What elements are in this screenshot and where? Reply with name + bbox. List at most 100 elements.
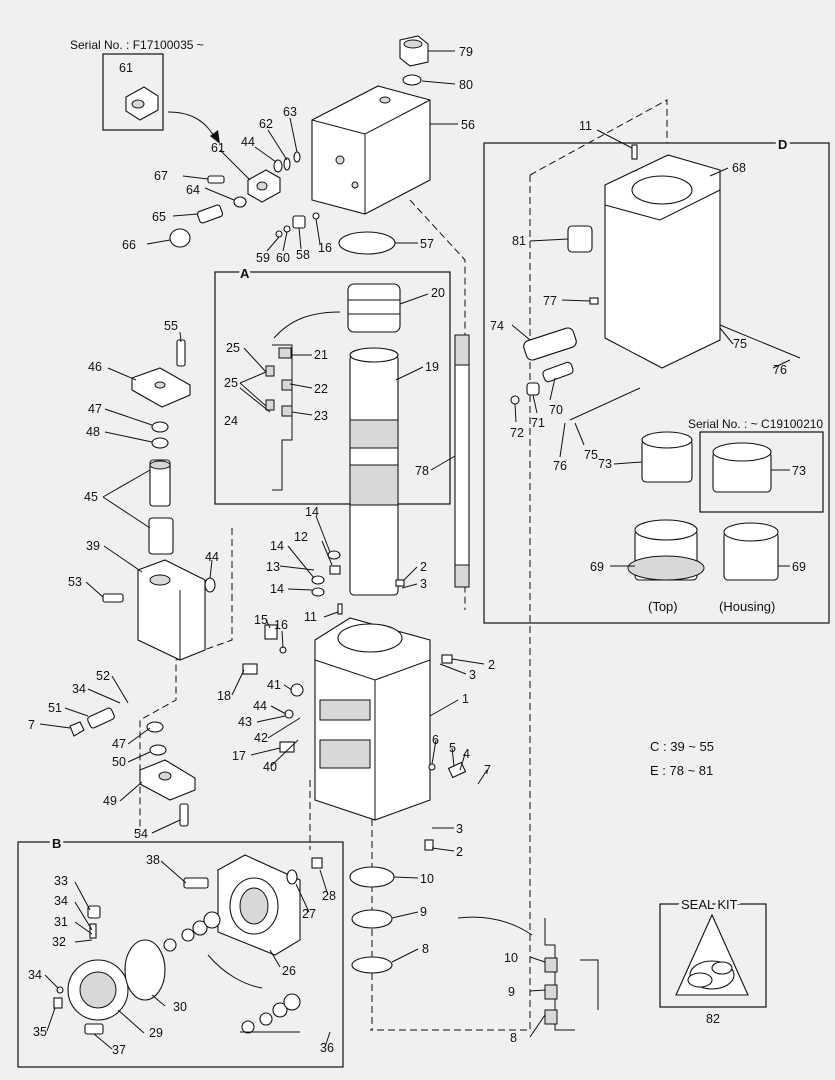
serial-top-label: Serial No. : F17100035 ~ bbox=[70, 38, 204, 52]
callout: 7 bbox=[28, 718, 35, 732]
callout: 43 bbox=[238, 715, 252, 729]
callout: 14 bbox=[270, 582, 284, 596]
o-ring-50 bbox=[149, 744, 167, 756]
callout: 72 bbox=[510, 426, 524, 440]
callout: 8 bbox=[422, 942, 429, 956]
ring-63 bbox=[293, 151, 301, 163]
callout: 17 bbox=[232, 749, 246, 763]
callout: 48 bbox=[86, 425, 100, 439]
ring-16a bbox=[312, 212, 320, 220]
callout: 47 bbox=[112, 737, 126, 751]
callout: 6 bbox=[432, 733, 439, 747]
top-caption: (Top) bbox=[648, 599, 678, 614]
callout: 3 bbox=[469, 668, 476, 682]
callout: 31 bbox=[54, 915, 68, 929]
fitting-58 bbox=[292, 215, 306, 229]
leader-lines bbox=[39, 50, 791, 1050]
callout-numbers: 79 80 56 61 61 62 63 44 67 64 65 66 59 6… bbox=[28, 45, 806, 1057]
callout: 42 bbox=[254, 731, 268, 745]
callout: 44 bbox=[205, 550, 219, 564]
ring-72 bbox=[510, 395, 520, 405]
bushing-81 bbox=[567, 225, 593, 253]
diaphragm-30 bbox=[124, 939, 166, 1001]
callout: 82 bbox=[706, 1012, 720, 1026]
callout: 75 bbox=[733, 337, 747, 351]
bolt-77 bbox=[589, 297, 599, 305]
callout: 4 bbox=[463, 747, 470, 761]
callout: 65 bbox=[152, 210, 166, 224]
cap-29 bbox=[67, 959, 129, 1021]
callout: 58 bbox=[296, 248, 310, 262]
flange-61 bbox=[247, 169, 281, 203]
assembly-line-e bbox=[370, 175, 531, 1031]
bushing-69-top bbox=[627, 519, 705, 581]
inset-arrow-head bbox=[210, 130, 220, 144]
callout: 76 bbox=[773, 363, 787, 377]
callout: 16 bbox=[318, 241, 332, 255]
plug-28 bbox=[311, 857, 323, 869]
cover-49 bbox=[139, 759, 196, 801]
seal-10 bbox=[349, 866, 395, 888]
callout: 24 bbox=[224, 414, 238, 428]
callout: 2 bbox=[456, 845, 463, 859]
seal-9 bbox=[351, 909, 393, 929]
pin-71 bbox=[526, 382, 540, 396]
ring-27 bbox=[286, 869, 298, 885]
callout: 52 bbox=[96, 669, 110, 683]
callout: 34 bbox=[72, 682, 86, 696]
back-head-26 bbox=[217, 854, 301, 956]
bolt-67 bbox=[207, 175, 225, 184]
callout: 32 bbox=[52, 935, 66, 949]
plug-51 bbox=[69, 707, 115, 737]
callout: 71 bbox=[531, 416, 545, 430]
bushing-73 bbox=[641, 431, 693, 483]
callout: 44 bbox=[253, 699, 267, 713]
callout: 14 bbox=[305, 505, 319, 519]
callout: 64 bbox=[186, 183, 200, 197]
callout: 5 bbox=[449, 741, 456, 755]
callout: 34 bbox=[54, 894, 68, 908]
ring-34c bbox=[56, 986, 64, 994]
callout: 66 bbox=[122, 238, 136, 252]
callout: 80 bbox=[459, 78, 473, 92]
callout: 11 bbox=[304, 610, 317, 624]
assembly-line-d bbox=[529, 99, 668, 176]
detail-box-d bbox=[483, 142, 830, 624]
inset-arrow bbox=[167, 111, 216, 139]
o-ring-44b bbox=[204, 577, 216, 593]
detail-d-label: D bbox=[778, 137, 787, 152]
callout: 2 bbox=[488, 658, 495, 672]
callout: 81 bbox=[512, 234, 526, 248]
callout: 10 bbox=[504, 951, 518, 965]
callout: 15 bbox=[254, 613, 268, 627]
callout: 45 bbox=[84, 490, 98, 504]
callout: 9 bbox=[508, 985, 515, 999]
callout: 37 bbox=[112, 1043, 126, 1057]
o-ring-57 bbox=[338, 231, 396, 255]
callout: 1 bbox=[462, 692, 469, 706]
callout: 28 bbox=[322, 889, 336, 903]
pin-70 bbox=[542, 361, 574, 383]
ring-62 bbox=[283, 157, 291, 171]
callout: 61 bbox=[119, 61, 133, 75]
callout: 19 bbox=[425, 360, 439, 374]
callout: 11 bbox=[579, 119, 592, 133]
serial-right-label: Serial No. : ~ C19100210 bbox=[688, 417, 823, 431]
bolt-54 bbox=[179, 803, 189, 827]
seal-kit-box bbox=[659, 903, 767, 1008]
callout: 59 bbox=[256, 251, 270, 265]
callout: 8 bbox=[510, 1031, 517, 1045]
callout: 63 bbox=[283, 105, 297, 119]
callout: 57 bbox=[420, 237, 434, 251]
callout: 73 bbox=[792, 464, 806, 478]
callout: 41 bbox=[267, 678, 281, 692]
cover-46 bbox=[131, 367, 191, 408]
callout: 62 bbox=[259, 117, 273, 131]
callout: 76 bbox=[553, 459, 567, 473]
callout: 53 bbox=[68, 575, 82, 589]
valve-assembly-36 bbox=[163, 911, 301, 1034]
o-ring-44 bbox=[273, 159, 283, 173]
callout: 69 bbox=[792, 560, 806, 574]
callout: 35 bbox=[33, 1025, 47, 1039]
